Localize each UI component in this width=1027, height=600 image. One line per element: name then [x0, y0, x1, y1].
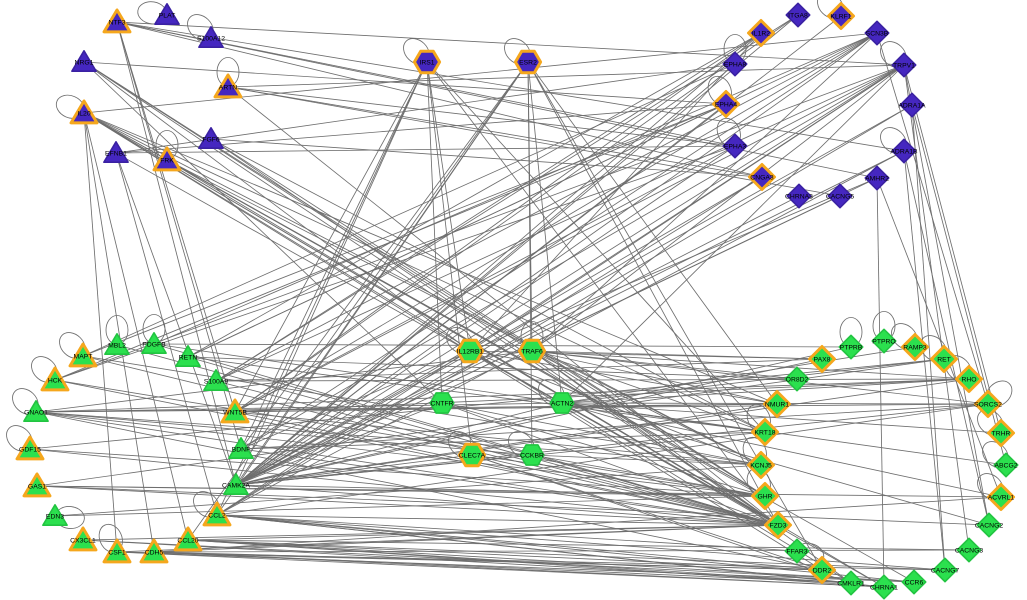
svg-text:PTPRO: PTPRO	[872, 338, 895, 345]
svg-text:TRAF6: TRAF6	[521, 348, 543, 355]
svg-text:ARTN: ARTN	[219, 84, 237, 91]
svg-text:BDNF: BDNF	[232, 446, 251, 453]
svg-text:PDGFB: PDGFB	[142, 341, 166, 348]
svg-text:GNAO1: GNAO1	[24, 409, 48, 416]
svg-text:CX3CL1: CX3CL1	[70, 537, 96, 544]
svg-text:RET: RET	[937, 356, 951, 363]
svg-text:NRG1: NRG1	[75, 59, 94, 66]
svg-text:MAPT: MAPT	[74, 353, 93, 360]
svg-text:HCK: HCK	[48, 377, 63, 384]
svg-text:GDF15: GDF15	[19, 446, 41, 453]
svg-text:SORCS2: SORCS2	[974, 401, 1002, 408]
svg-text:CAMK2A: CAMK2A	[222, 482, 250, 489]
svg-text:GHR: GHR	[757, 493, 772, 500]
svg-text:FZD3: FZD3	[770, 522, 787, 529]
svg-text:IL20: IL20	[77, 110, 90, 117]
svg-text:CSF1: CSF1	[108, 549, 126, 556]
svg-text:ADRA1A: ADRA1A	[898, 102, 926, 109]
svg-text:ABCG2: ABCG2	[994, 462, 1017, 469]
svg-text:CCKBR: CCKBR	[520, 452, 544, 459]
svg-text:PAX8: PAX8	[814, 356, 831, 363]
svg-text:RETN: RETN	[179, 354, 198, 361]
svg-text:ESR2: ESR2	[519, 59, 537, 66]
svg-text:FFAR3: FFAR3	[786, 548, 807, 555]
svg-text:S100A12: S100A12	[197, 35, 225, 42]
svg-text:WNT5B: WNT5B	[223, 409, 247, 416]
svg-text:AMHR2: AMHR2	[865, 175, 889, 182]
svg-text:CACNG7: CACNG7	[931, 567, 960, 574]
svg-text:EPHA3: EPHA3	[724, 143, 747, 150]
svg-text:CACNG5: CACNG5	[826, 193, 855, 200]
svg-text:EDN3: EDN3	[46, 513, 64, 520]
svg-text:OR8D2: OR8D2	[786, 376, 809, 383]
svg-text:PLAT: PLAT	[159, 12, 176, 19]
svg-text:ITGA8: ITGA8	[788, 12, 808, 19]
svg-text:DDR2: DDR2	[813, 567, 832, 574]
svg-text:CNGA3: CNGA3	[750, 174, 774, 181]
svg-text:FGF6: FGF6	[202, 136, 220, 143]
svg-text:MBL2: MBL2	[108, 342, 126, 349]
svg-text:ACTN2: ACTN2	[551, 400, 574, 407]
svg-text:RAMP3: RAMP3	[903, 344, 927, 351]
svg-text:FRK: FRK	[160, 157, 174, 164]
svg-text:IRS1: IRS1	[419, 59, 434, 66]
svg-text:CCL2: CCL2	[208, 512, 226, 519]
svg-text:CACNG2: CACNG2	[975, 522, 1004, 529]
svg-text:ACVRL1: ACVRL1	[988, 494, 1015, 501]
svg-text:KLRF1: KLRF1	[830, 13, 851, 20]
svg-text:CCL20: CCL20	[177, 537, 198, 544]
svg-text:TRPV1: TRPV1	[893, 62, 915, 69]
svg-text:CHRNA1: CHRNA1	[870, 584, 898, 591]
svg-text:KCNJ5: KCNJ5	[750, 462, 772, 469]
svg-text:PTPRB: PTPRB	[840, 344, 863, 351]
svg-text:CMKLR1: CMKLR1	[837, 580, 865, 587]
svg-text:NMUR1: NMUR1	[765, 401, 789, 408]
svg-text:EPHA8: EPHA8	[724, 61, 747, 68]
svg-text:S100A9: S100A9	[204, 378, 228, 385]
svg-text:CNTFR: CNTFR	[430, 400, 453, 407]
svg-text:CDH5: CDH5	[145, 549, 164, 556]
svg-text:EPHA4: EPHA4	[715, 101, 738, 108]
svg-text:NTF3: NTF3	[109, 19, 126, 26]
svg-text:SCN3B: SCN3B	[866, 30, 889, 37]
svg-text:CCR6: CCR6	[905, 579, 924, 586]
svg-text:GAS1: GAS1	[28, 483, 46, 490]
svg-text:IL12RB1: IL12RB1	[457, 348, 484, 355]
svg-text:CLEC7A: CLEC7A	[459, 452, 486, 459]
svg-text:IL1R2: IL1R2	[752, 30, 770, 37]
svg-text:CACNG3: CACNG3	[955, 547, 984, 554]
svg-text:ADRA1B: ADRA1B	[890, 148, 918, 155]
svg-text:TRHR: TRHR	[992, 430, 1011, 437]
svg-text:KRT18: KRT18	[754, 429, 775, 436]
svg-text:EFNB1: EFNB1	[105, 150, 127, 157]
svg-text:RHO: RHO	[961, 376, 976, 383]
svg-text:CHRNA3: CHRNA3	[785, 193, 813, 200]
